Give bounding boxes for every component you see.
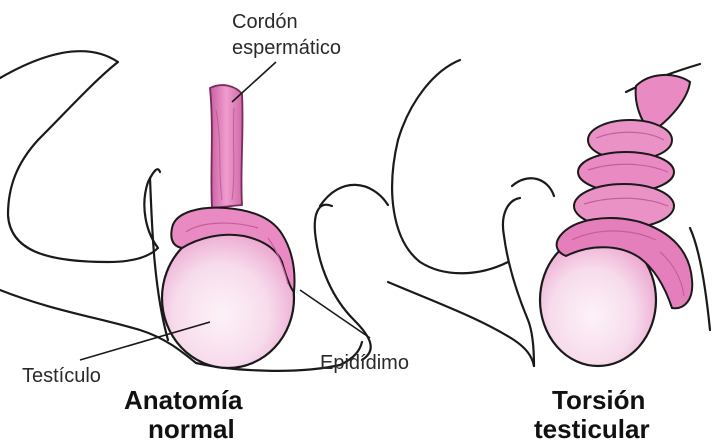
leader-spermatic-cord <box>232 62 276 102</box>
torsion-panel <box>388 60 710 366</box>
left-scrotum-right-line <box>315 205 371 360</box>
label-testicle: Testículo <box>22 365 101 387</box>
label-spermatic-cord-line2: espermático <box>232 37 341 59</box>
label-spermatic-cord-line1: Cordón <box>232 11 298 33</box>
right-groin-left <box>388 282 534 366</box>
right-inner-thigh-curve <box>512 178 554 196</box>
normal-anatomy-panel <box>0 51 388 371</box>
right-right-thigh <box>690 228 710 330</box>
right-body-outline <box>392 60 508 273</box>
left-body-outline <box>0 51 160 262</box>
caption-torsion-line2: testicular <box>534 414 650 444</box>
caption-torsion-line1: Torsión <box>552 385 645 415</box>
label-epididymis: Epidídimo <box>320 352 409 374</box>
caption-normal-line1: Anatomía <box>124 385 243 415</box>
caption-normal-line2: normal <box>148 414 235 444</box>
normal-spermatic-cord <box>210 85 243 208</box>
left-body-right-curve <box>320 185 388 206</box>
right-inner-thigh-left <box>503 198 534 366</box>
